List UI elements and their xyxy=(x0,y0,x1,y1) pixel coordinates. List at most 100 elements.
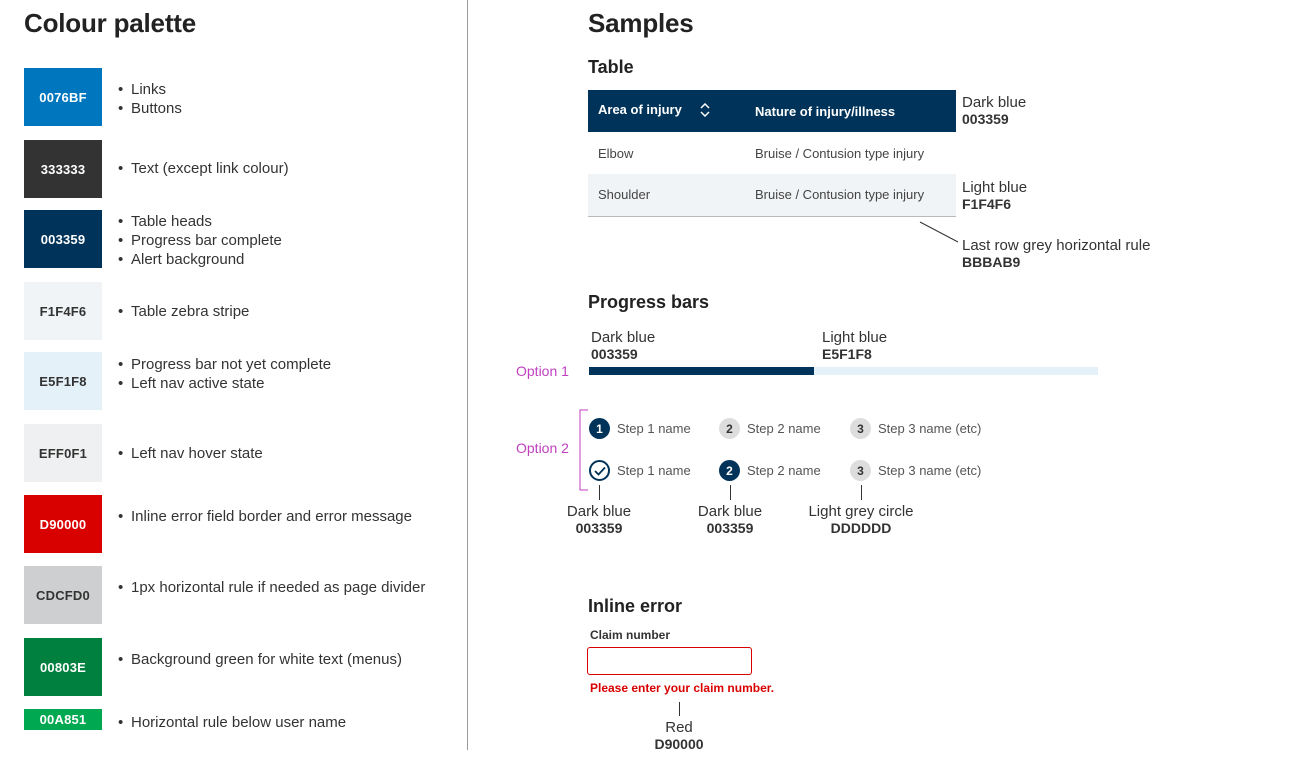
table-header-nature: Nature of injury/illness xyxy=(745,90,956,132)
pointer-tick xyxy=(599,485,600,500)
swatch-usage-list: Progress bar not yet completeLeft nav ac… xyxy=(118,355,448,393)
swatch-usage-list: LinksButtons xyxy=(118,80,448,118)
step-number-circle: 1 xyxy=(589,418,610,439)
table-head-note: Dark blue 003359 xyxy=(962,94,1026,128)
option-2-label: Option 2 xyxy=(516,440,569,456)
note-name: Dark blue xyxy=(697,503,763,520)
step-number-circle: 3 xyxy=(850,418,871,439)
sort-icon[interactable] xyxy=(699,102,711,120)
color-swatch: 00803E xyxy=(24,638,102,696)
note-code: BBBAB9 xyxy=(962,254,1021,270)
claim-number-input[interactable] xyxy=(587,647,752,675)
table-cell: Bruise / Contusion type injury xyxy=(755,145,925,161)
note-name: Dark blue xyxy=(566,503,632,520)
swatch-usage-item: Horizontal rule below user name xyxy=(118,713,448,732)
palette-title: Colour palette xyxy=(24,8,196,38)
swatch-usage-list: Table headsProgress bar completeAlert ba… xyxy=(118,212,448,269)
note-name: Light blue xyxy=(822,329,888,346)
table-cell: Elbow xyxy=(598,145,634,161)
step-number-circle: 3 xyxy=(850,460,871,481)
note-code: 003359 xyxy=(591,346,638,362)
swatch-usage-list: Background green for white text (menus) xyxy=(118,650,448,669)
swatch-usage-item: Links xyxy=(118,80,448,99)
table-section-heading: Table xyxy=(588,57,634,77)
step-item[interactable]: 3 Step 3 name (etc) xyxy=(850,418,981,439)
step-item[interactable]: 2 Step 2 name xyxy=(719,460,821,481)
note-name: Last row grey horizontal rule xyxy=(962,237,1151,254)
swatch-usage-item: Left nav active state xyxy=(118,374,448,393)
step-label: Step 3 name (etc) xyxy=(878,421,982,436)
step-label: Step 1 name xyxy=(617,463,691,478)
pointer-tick xyxy=(861,485,862,500)
claim-number-label: Claim number xyxy=(590,628,671,642)
table-stripe-note: Light blue F1F4F6 xyxy=(962,179,1027,213)
color-swatch: D90000 xyxy=(24,495,102,553)
pointer-tick xyxy=(730,485,731,500)
swatch-usage-item: Table heads xyxy=(118,212,448,231)
progress-bar-fill xyxy=(589,367,815,375)
swatch-usage-item: Alert background xyxy=(118,250,448,269)
step-label: Step 2 name xyxy=(747,421,821,436)
step-item[interactable]: 1 Step 1 name xyxy=(589,418,691,439)
sample-table: Area of injury Nature of injury/illness … xyxy=(588,90,956,217)
step-label: Step 1 name xyxy=(617,421,691,436)
color-swatch: E5F1F8 xyxy=(24,352,102,410)
swatch-usage-item: 1px horizontal rule if needed as page di… xyxy=(118,578,448,597)
note-name: Light blue xyxy=(962,179,1028,196)
note-name: Light grey circle xyxy=(808,503,914,520)
table-rule-note: Last row grey horizontal rule BBBAB9 xyxy=(962,237,1150,271)
swatch-usage-list: Horizontal rule below user name xyxy=(118,713,448,732)
note-code: 003359 xyxy=(575,520,623,536)
progress-section-heading: Progress bars xyxy=(588,292,710,312)
table-header-area[interactable]: Area of injury xyxy=(588,90,745,132)
color-swatch: 333333 xyxy=(24,140,102,198)
step-note-3: Light grey circle DDDDDD xyxy=(796,503,926,537)
progress-incomplete-note: Light blue E5F1F8 xyxy=(822,329,887,363)
step-note-2: Dark blue 003359 xyxy=(690,503,770,537)
option-1-label: Option 1 xyxy=(516,363,569,379)
swatch-usage-list: 1px horizontal rule if needed as page di… xyxy=(118,578,448,597)
step-label: Step 3 name (etc) xyxy=(878,463,982,478)
color-swatch: F1F4F6 xyxy=(24,282,102,340)
table-row: Elbow Bruise / Contusion type injury xyxy=(588,132,956,174)
color-swatch: 00A851 xyxy=(24,709,102,730)
swatch-usage-list: Text (except link colour) xyxy=(118,159,448,178)
swatch-usage-list: Inline error field border and error mess… xyxy=(118,507,448,526)
note-code: F1F4F6 xyxy=(962,196,1012,212)
note-code: E5F1F8 xyxy=(822,346,872,362)
samples-title: Samples xyxy=(588,8,694,38)
swatch-usage-item: Table zebra stripe xyxy=(118,302,448,321)
note-code: 003359 xyxy=(706,520,754,536)
error-message: Please enter your claim number. xyxy=(590,681,775,695)
swatch-usage-item: Text (except link colour) xyxy=(118,159,448,178)
step-number-circle: 2 xyxy=(719,460,740,481)
note-name: Red xyxy=(665,719,693,736)
color-swatch: CDCFD0 xyxy=(24,566,102,624)
swatch-usage-item: Left nav hover state xyxy=(118,444,448,463)
swatch-usage-item: Background green for white text (menus) xyxy=(118,650,448,669)
note-code: D90000 xyxy=(654,736,704,752)
step-label: Step 2 name xyxy=(747,463,821,478)
note-name: Dark blue xyxy=(962,94,1027,111)
panel-divider xyxy=(467,0,468,750)
rule-pointer-line xyxy=(919,221,959,243)
swatch-usage-item: Progress bar not yet complete xyxy=(118,355,448,374)
note-code: 003359 xyxy=(962,111,1009,127)
table-cell: Shoulder xyxy=(588,174,745,217)
swatch-usage-item: Progress bar complete xyxy=(118,231,448,250)
table-cell: Bruise / Contusion type injury xyxy=(745,174,956,217)
note-name: Dark blue xyxy=(591,329,656,346)
error-section-heading: Inline error xyxy=(588,596,683,616)
checkmark-icon xyxy=(589,460,610,481)
table-header-area-label: Area of injury xyxy=(598,102,682,118)
pointer-tick xyxy=(679,702,680,716)
option-2-bracket xyxy=(579,409,588,491)
step-note-1: Dark blue 003359 xyxy=(559,503,639,537)
progress-bar xyxy=(589,367,1098,375)
swatch-usage-list: Left nav hover state xyxy=(118,444,448,463)
table-header-row: Area of injury Nature of injury/illness xyxy=(588,90,956,132)
step-item[interactable]: 3 Step 3 name (etc) xyxy=(850,460,981,481)
step-item[interactable]: Step 1 name xyxy=(589,460,691,481)
table-row: Shoulder Bruise / Contusion type injury xyxy=(588,174,956,217)
